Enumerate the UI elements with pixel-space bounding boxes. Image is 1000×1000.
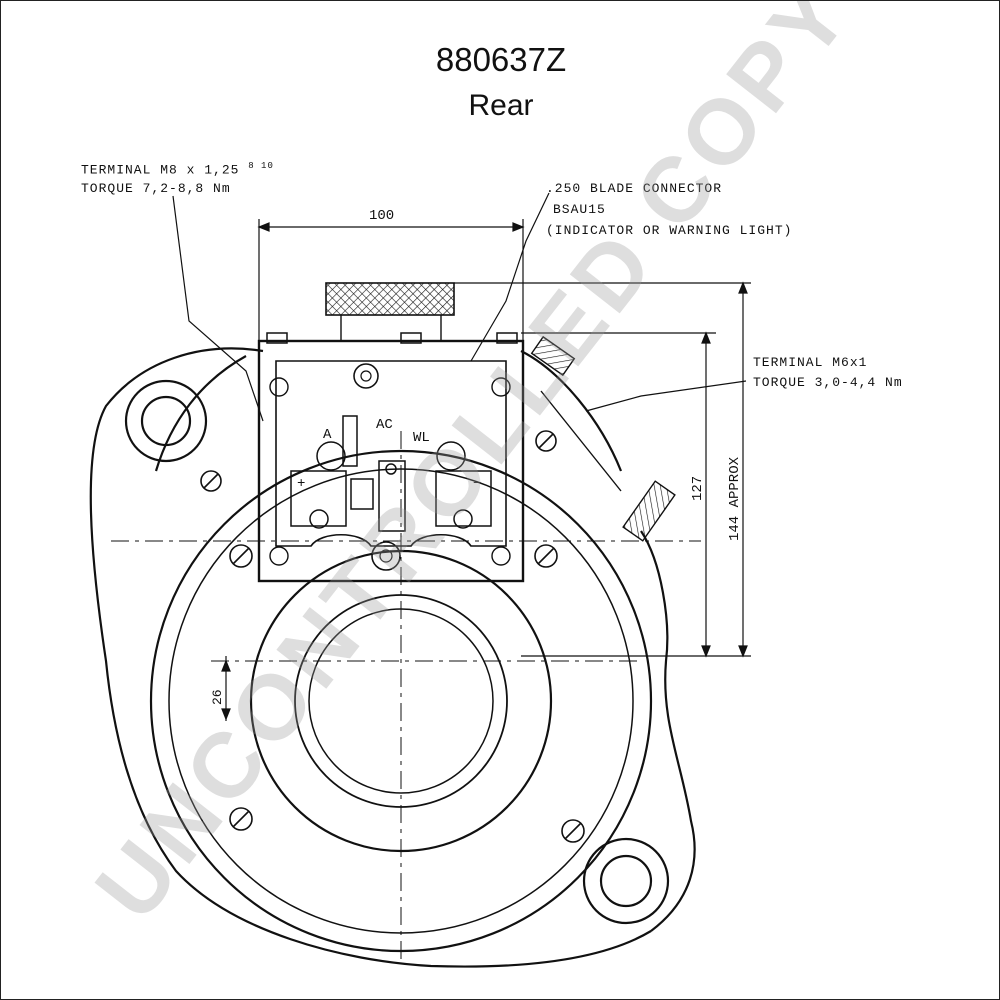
terminal-main-line1: TERMINAL M8 x 1,25 xyxy=(81,162,240,178)
alternator-housing xyxy=(89,347,696,968)
dimension-height xyxy=(454,281,751,658)
hatched-connector xyxy=(325,282,455,341)
dimension-width xyxy=(257,219,525,341)
leader-lines xyxy=(172,192,747,422)
terminal-main-torque: TORQUE 7,2-8,8 Nm xyxy=(81,181,231,196)
side-terminals xyxy=(530,335,676,542)
terminal-main-superscript: 8 10 xyxy=(248,161,274,171)
terminal-main-spec: TERMINAL M8 x 1,25 8 10 xyxy=(81,161,274,177)
blade-connector-line2: BSAU15 xyxy=(553,202,606,217)
terminal-cover xyxy=(257,332,525,583)
terminal-wl-label: WL xyxy=(413,430,430,446)
terminal-a-label: A xyxy=(323,427,332,443)
dimension-127-label: 127 xyxy=(690,476,706,501)
dimension-144-label: 144 APPROX xyxy=(727,456,743,541)
terminal-plus-label: + xyxy=(297,476,305,492)
terminal-block xyxy=(290,415,492,532)
terminal-secondary-torque: TORQUE 3,0-4,4 Nm xyxy=(753,375,903,390)
dimension-26-label: 26 xyxy=(210,689,225,705)
alternator-body xyxy=(111,431,701,961)
terminal-ac-label: AC xyxy=(376,417,393,433)
uncontrolled-copy-watermark: UNCONTROLLED COPY xyxy=(76,1,871,938)
terminal-labels: A AC WL + − xyxy=(297,417,481,492)
blade-connector-line3: (INDICATOR OR WARNING LIGHT) xyxy=(546,223,793,238)
blade-connector-line1: .250 BLADE CONNECTOR xyxy=(546,181,723,196)
view-label: Rear xyxy=(468,89,534,122)
body-screws xyxy=(200,430,585,843)
dimension-offset xyxy=(221,656,231,721)
part-number: 880637Z xyxy=(435,41,567,78)
dimension-width-label: 100 xyxy=(369,208,394,224)
terminal-minus-label: − xyxy=(473,476,481,492)
terminal-secondary-spec: TERMINAL M6x1 xyxy=(753,355,868,370)
